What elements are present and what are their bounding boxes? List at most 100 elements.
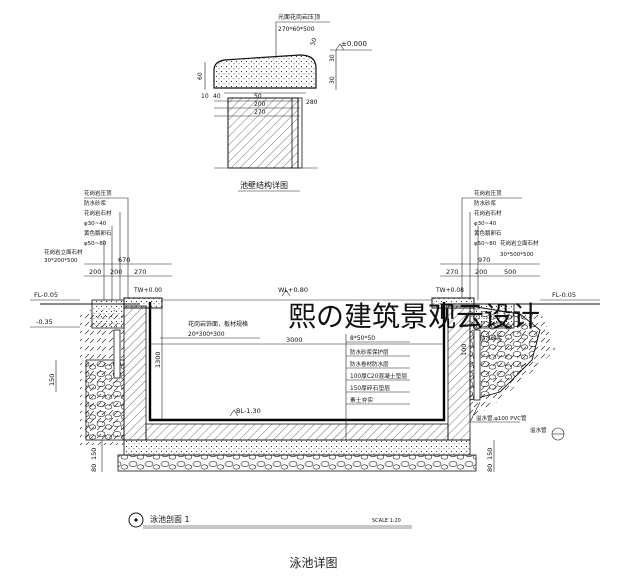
section-dot — [134, 518, 138, 522]
dim-left-row-2: 270 — [134, 268, 146, 276]
dim-10: 10 — [201, 93, 209, 100]
right-label-2: 花岗岩石材 — [474, 209, 502, 217]
dim-right-970: 970 — [478, 256, 490, 264]
bl-mark — [229, 409, 239, 417]
dim-right-150: 150 — [486, 448, 494, 460]
right-label-stack: 花岗岩压顶 防水砂浆 花岗岩石材 φ30~40 黄色鹅卵石 φ50~80 花岗岩… — [461, 189, 539, 300]
dim-right-row-0: 270 — [446, 268, 458, 276]
dim-bottom-b: 80 — [90, 464, 98, 472]
dim-270: 200 — [254, 101, 266, 108]
dim-coping-size: 270*60*500 — [278, 26, 315, 33]
pool-annotations: 花岗岩饰面，板材规格 20*300*300 3000 1300 150 150 … — [48, 302, 495, 472]
layer-note-4: 150厚碎石垫层 — [350, 384, 390, 392]
elev-mark — [335, 43, 345, 51]
left-label-1: 防水砂浆 — [84, 199, 107, 207]
layer-note-3: 100厚C20混凝土垫层 — [350, 372, 407, 380]
dim-30-small: 280 — [306, 99, 318, 106]
wall-hatch — [227, 97, 299, 169]
dim-left-150: 150 — [48, 374, 56, 386]
layer-note-5: 素土夯实 — [350, 396, 373, 404]
right-label-5: φ50~80 — [474, 241, 497, 247]
level-minus-left: -0.35 — [36, 318, 53, 326]
dim-right-80: 80 — [486, 464, 494, 472]
layer-note-0: 8*50*50 — [350, 335, 375, 342]
dim-40: 40 — [213, 93, 221, 100]
level-fl-right: FL-0.05 — [552, 291, 576, 299]
right-bottom-note-1: 溢水管,φ100 PVC管 — [476, 414, 527, 422]
floor-slab — [145, 423, 449, 441]
dim-280: 270 — [254, 109, 266, 116]
coping-stone — [213, 54, 317, 89]
right-edge-block — [473, 303, 515, 329]
material-note: 光面花岗岩压顶 — [278, 13, 320, 21]
right-label-7: 30*500*500 — [500, 252, 534, 258]
dim-bottom-a: 150 — [90, 448, 98, 460]
top-dimensions: 670 200 200 270 970 270 200 500 — [84, 256, 540, 277]
right-rockery — [469, 305, 541, 401]
dim-right-row-2: 500 — [504, 268, 516, 276]
right-leader — [461, 197, 522, 298]
pool-note-0: 花岗岩饰面，板材规格 — [188, 320, 248, 328]
left-label-0: 花岗岩压顶 — [84, 189, 112, 197]
left-label-6: 花岗岩立面石材 — [44, 248, 83, 256]
coping-detail: 光面花岗岩压顶 270*60*500 50 ±0.000 30 30 60 10… — [197, 13, 372, 192]
leader-top — [275, 21, 330, 58]
left-drain — [113, 329, 121, 379]
left-leader — [84, 197, 129, 298]
left-label-7: 30*200*500 — [44, 258, 78, 264]
wl-mark — [281, 289, 291, 297]
overflow-leader — [469, 401, 520, 423]
gravel-bed — [117, 454, 477, 472]
layer-note-1: 防水砂浆保护层 — [350, 348, 389, 356]
coping-left — [123, 297, 163, 309]
left-label-4: 黄色鹅卵石 — [84, 229, 112, 237]
left-label-stack: 花岗岩压顶 防水砂浆 花岗岩石材 φ30~40 黄色鹅卵石 φ50~80 花岗岩… — [44, 189, 129, 300]
layer-notes: 8*50*50 防水砂浆保护层 防水卷材防水层 100厚C20混凝土垫层 150… — [345, 334, 410, 440]
dim-50-right: 30 — [329, 54, 336, 62]
dim-right-100: 100 — [460, 344, 468, 356]
dim-left-row-0: 200 — [89, 268, 101, 276]
right-label-6: 花岗岩立面石材 — [500, 239, 539, 247]
section-title-block: 泳池剖面 1 SCALE 1:20 — [128, 512, 412, 529]
section-title: 泳池剖面 1 — [150, 514, 190, 524]
coping-right — [431, 297, 475, 309]
right-label-0: 花岗岩压顶 — [474, 189, 502, 197]
right-label-1: 防水砂浆 — [474, 199, 497, 207]
level-tw-right: TW+0.08 — [435, 287, 464, 294]
watermark: 熙の建筑景观云设计 — [288, 300, 540, 333]
dim-50-slant: 50 — [309, 37, 318, 47]
left-edge-block — [91, 299, 125, 329]
dim-1300: 1300 — [154, 351, 162, 368]
right-label-3: φ30~40 — [474, 221, 497, 227]
dim-3000: 3000 — [286, 336, 303, 344]
left-label-3: φ30~40 — [84, 221, 107, 227]
pool-structure — [85, 297, 541, 472]
pool-lining — [148, 302, 446, 422]
level-bl: BL-1.30 — [236, 407, 261, 415]
level-wl: WL+0.80 — [278, 286, 308, 294]
left-label-5: φ50~80 — [84, 241, 107, 247]
scale-label: SCALE 1:20 — [372, 518, 401, 524]
dim-60-left: 60 — [197, 72, 204, 80]
section-circle — [128, 512, 144, 528]
right-bottom-notes: 防水砂浆 溢水管,φ100 PVC管 溢水管 — [469, 334, 565, 441]
pool-note-1: 20*300*300 — [188, 331, 225, 338]
level-tw-left: TW+0.00 — [133, 287, 162, 294]
dim-left-670: 670 — [118, 256, 130, 264]
layer-note-2: 防水卷材防水层 — [350, 360, 389, 368]
dim-right-row-1: 200 — [475, 268, 487, 276]
elevation-top: ±0.000 — [341, 40, 367, 48]
dim-left-row-1: 200 — [110, 268, 122, 276]
left-label-2: 花岗岩石材 — [84, 209, 112, 217]
dim-200: 50 — [254, 93, 262, 100]
right-drain — [473, 329, 481, 401]
detail-title: 池壁结构详图 — [240, 180, 288, 190]
figure-caption: 泳池详图 — [289, 556, 338, 570]
left-wall — [123, 305, 147, 441]
dim-30-right: 30 — [329, 76, 336, 84]
right-bottom-note-2: 溢水管 — [530, 426, 547, 434]
concrete-base — [123, 439, 471, 456]
right-label-4: 黄色鹅卵石 — [474, 229, 502, 237]
level-fl-left: FL-0.05 — [34, 291, 58, 299]
